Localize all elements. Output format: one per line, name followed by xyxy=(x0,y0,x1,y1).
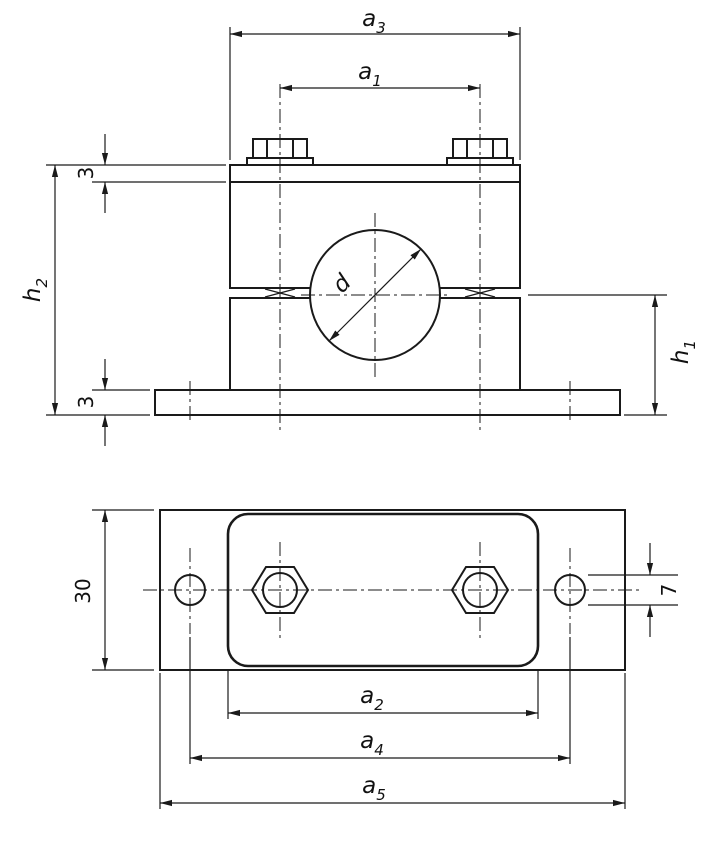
clamp-body-plan xyxy=(226,512,540,668)
base-plate-front xyxy=(154,389,621,416)
dimension-a3: a3 xyxy=(229,6,521,160)
mounting-hole-right xyxy=(554,574,586,606)
bolt-left-front xyxy=(246,138,314,166)
spring-washer-right xyxy=(464,288,496,298)
dimension-a1: a1 xyxy=(280,59,480,92)
dim-label-a2: a2 xyxy=(360,683,384,714)
bolt-right-washer xyxy=(446,157,514,166)
dim-label-h2: h2 xyxy=(20,278,51,302)
pipe-bore-circle xyxy=(309,229,441,361)
dimension-plate-width-30: 30 xyxy=(71,509,154,671)
dim-label-h1: h1 xyxy=(668,340,699,364)
dim-label-30: 30 xyxy=(71,578,95,603)
dim-label-7: 7 xyxy=(657,584,681,597)
plan-view: 30 7 a2 a4 a5 xyxy=(71,509,681,809)
bolt-shank-right xyxy=(462,572,498,608)
bolt-right-front xyxy=(446,138,514,166)
hex-bolt-left xyxy=(250,566,310,614)
dim-label-a4: a4 xyxy=(360,728,384,759)
dimension-base-plate-thickness: 3 xyxy=(74,359,150,446)
dim-label-a1: a1 xyxy=(358,59,382,90)
dim-label-thickness-bottom: 3 xyxy=(74,396,98,409)
dimension-h1: h1 xyxy=(528,294,699,416)
bolt-shank-left xyxy=(262,572,298,608)
mounting-hole-left xyxy=(174,574,206,606)
bolt-left-washer xyxy=(246,157,314,166)
dimension-hole-7: 7 xyxy=(588,543,681,637)
dimension-a5: a5 xyxy=(159,673,626,809)
front-body xyxy=(154,138,621,416)
hex-bolt-right xyxy=(450,566,510,614)
front-centerlines xyxy=(189,84,571,430)
dimension-a2: a2 xyxy=(227,671,539,719)
dim-label-a3: a3 xyxy=(362,6,386,37)
base-plate-plan xyxy=(159,509,626,671)
dimension-top-plate-thickness: 3 xyxy=(74,134,226,213)
dim-line xyxy=(328,248,422,342)
cover-plate xyxy=(229,164,521,183)
dimension-h2: h2 xyxy=(20,164,226,416)
plan-centerlines xyxy=(143,542,642,638)
dim-label-a5: a5 xyxy=(362,773,386,804)
dimension-a4: a4 xyxy=(189,637,571,764)
front-view: a3 a1 h2 3 3 xyxy=(20,6,699,446)
plan-body xyxy=(159,509,626,671)
spring-washer-left xyxy=(264,288,296,298)
dim-label-d: d xyxy=(328,269,357,298)
dim-label-thickness-top: 3 xyxy=(74,167,98,180)
